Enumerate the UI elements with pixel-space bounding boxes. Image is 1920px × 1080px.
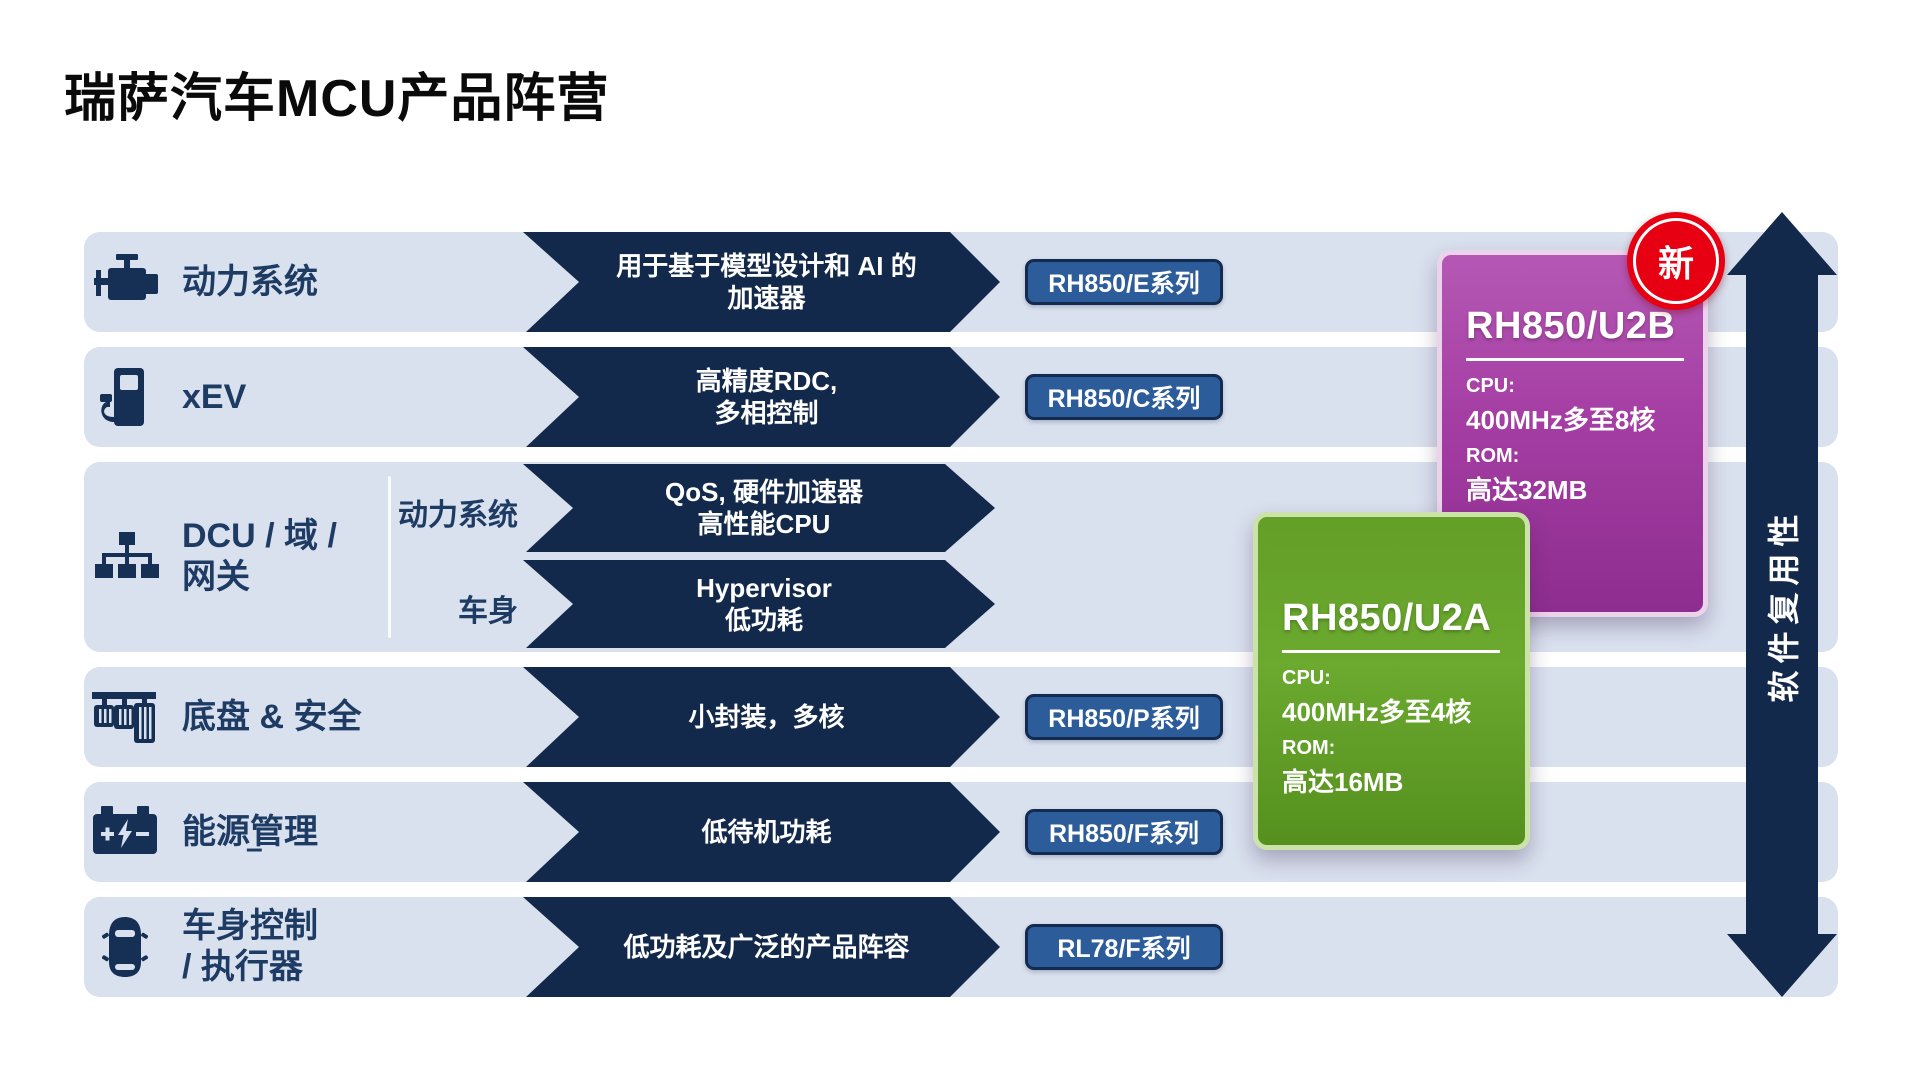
feature-arrow-powertrain: 用于基于模型设计和 AI 的加速器 — [523, 232, 1000, 332]
rom-value: 高达32MB — [1466, 475, 1588, 505]
series-button-rh850-p[interactable]: RH850/P系列 — [1025, 694, 1223, 740]
feature-arrow-energy: 低待机功耗 — [523, 782, 1000, 882]
software-reuse-label: 软件复用性 — [1766, 506, 1802, 703]
cpu-label: CPU: — [1282, 667, 1331, 689]
pedals-icon — [92, 692, 156, 743]
network-tree-icon — [95, 532, 159, 578]
row-label-dcu: DCU / 域 /网关 — [182, 517, 337, 596]
card-title-underline — [1282, 650, 1500, 653]
row-label-energy: 能源管理 — [182, 812, 318, 851]
cpu-label: CPU: — [1466, 375, 1515, 397]
stray-dash-mark: – — [246, 832, 263, 865]
row-label-body: 车身控制/ 执行器 — [182, 907, 318, 986]
engine-icon — [94, 254, 158, 300]
fuel-pump-icon — [100, 368, 144, 426]
row-label-chassis: 底盘 & 安全 — [182, 697, 362, 736]
row-label-xev: xEV — [182, 377, 247, 416]
product-card-rh850-u2a: RH850/U2A CPU: 400MHz多至4核 ROM: 高达16MB — [1253, 512, 1530, 850]
cpu-value: 400MHz多至4核 — [1282, 697, 1472, 727]
page-title: 瑞萨汽车MCU产品阵营 — [64, 70, 610, 128]
rom-label: ROM: — [1466, 445, 1520, 467]
dcu-sublabel-body: 车身 — [458, 595, 518, 628]
feature-arrow-xev: 高精度RDC,多相控制 — [523, 347, 1000, 447]
dcu-divider-line — [388, 476, 391, 638]
row-label-powertrain: 动力系统 — [182, 262, 318, 301]
series-button-rh850-c[interactable]: RH850/C系列 — [1025, 374, 1223, 420]
series-button-rh850-f[interactable]: RH850/F系列 — [1025, 809, 1223, 855]
battery-icon — [93, 806, 157, 854]
feature-arrow-chassis: 小封装，多核 — [523, 667, 1000, 767]
card-title-underline — [1466, 358, 1684, 361]
car-top-icon — [102, 917, 148, 977]
series-button-rh850-e[interactable]: RH850/E系列 — [1025, 259, 1223, 305]
feature-arrow-body: 低功耗及广泛的产品阵容 — [523, 897, 1000, 997]
rom-label: ROM: — [1282, 737, 1336, 759]
new-badge: 新 — [1627, 212, 1725, 310]
card-title: RH850/U2B — [1466, 305, 1676, 347]
new-badge-label: 新 — [1633, 218, 1719, 304]
feature-arrow-dcu-powertrain: QoS, 硬件加速器高性能CPU — [523, 464, 995, 552]
series-button-rl78-f[interactable]: RL78/F系列 — [1025, 924, 1223, 970]
rom-value: 高达16MB — [1282, 767, 1404, 797]
dcu-sublabel-powertrain: 动力系统 — [398, 499, 518, 532]
card-title: RH850/U2A — [1282, 597, 1492, 639]
cpu-value: 400MHz多至8核 — [1466, 405, 1656, 435]
